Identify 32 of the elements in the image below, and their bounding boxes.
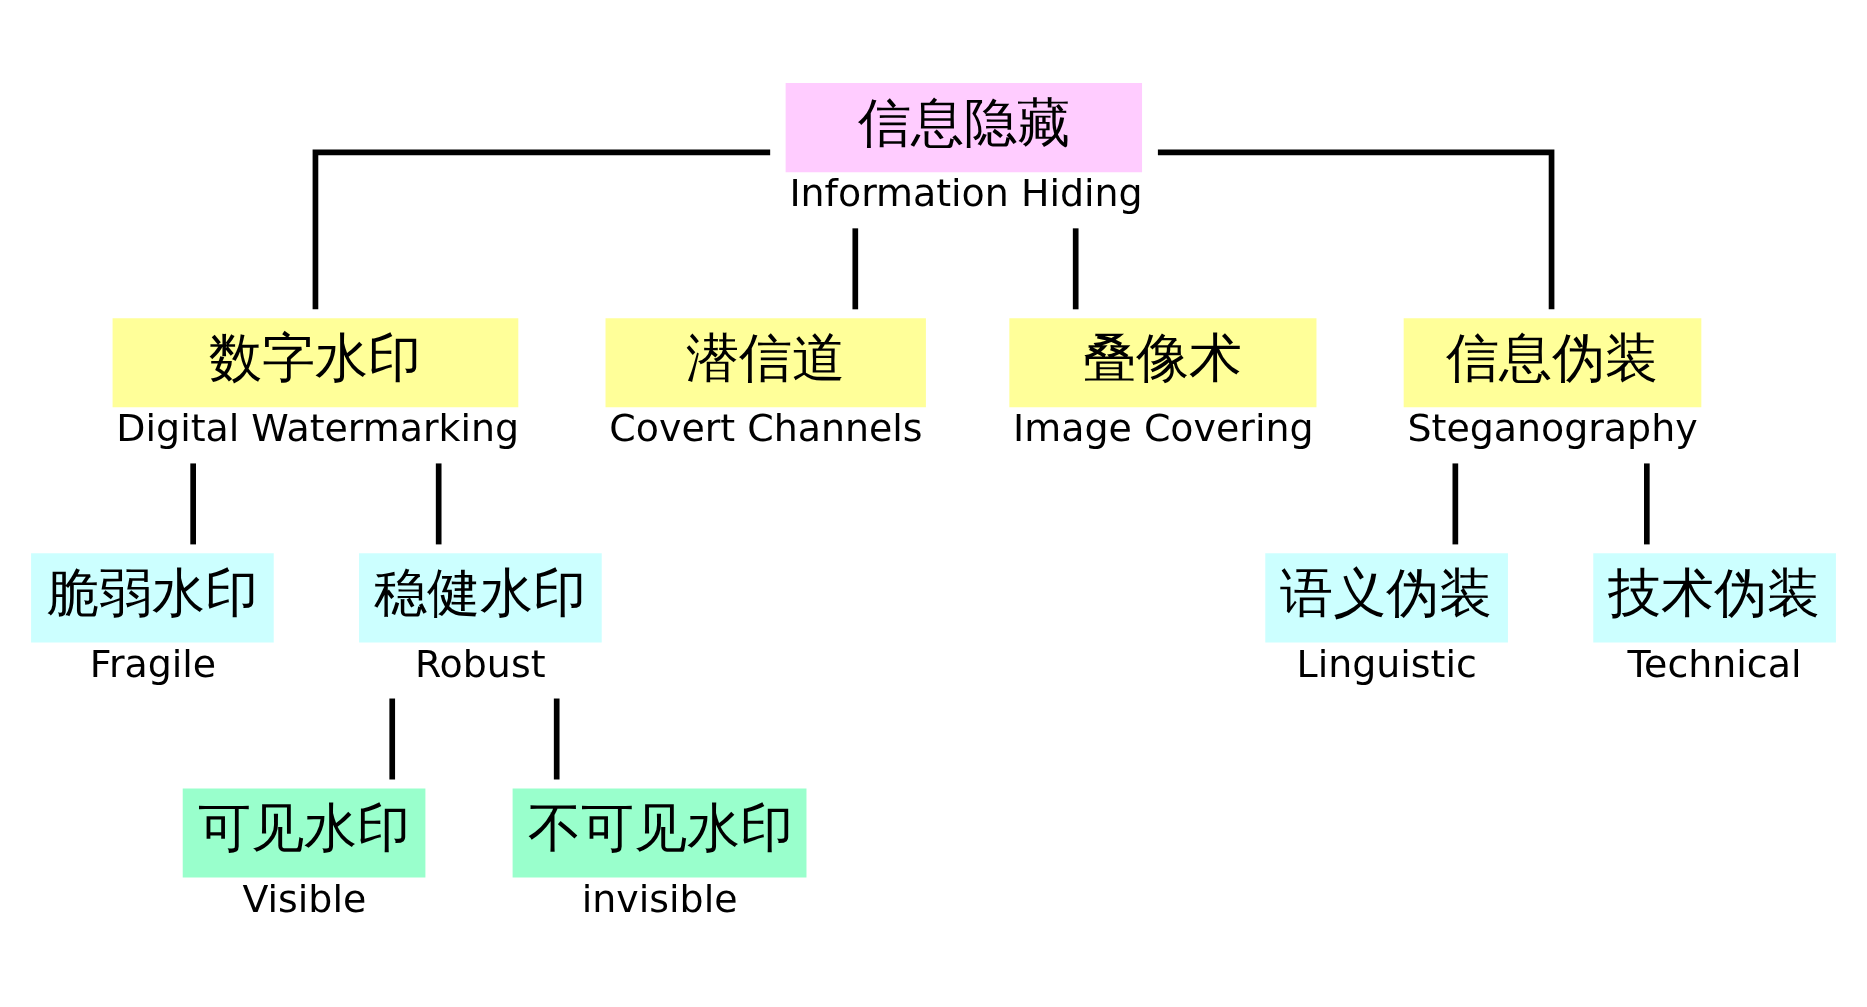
node-box: 信息伪装 bbox=[1403, 317, 1702, 407]
node-box: 语义伪装 bbox=[1265, 552, 1508, 642]
node-label: Image Covering bbox=[1013, 405, 1314, 450]
node-label: Covert Channels bbox=[609, 405, 923, 450]
node-box: 叠像术 bbox=[1009, 317, 1317, 407]
node-label: Information Hiding bbox=[789, 170, 1143, 215]
node-label: Visible bbox=[242, 876, 367, 921]
connector bbox=[312, 148, 771, 309]
node-label: Robust bbox=[414, 641, 546, 686]
node-box: 稳健水印 bbox=[359, 552, 602, 642]
node-label: Technical bbox=[1627, 641, 1802, 686]
node-label: Linguistic bbox=[1296, 641, 1477, 686]
connector bbox=[435, 462, 442, 544]
node-box: 技术伪装 bbox=[1593, 552, 1836, 642]
connector bbox=[553, 698, 560, 779]
connector bbox=[190, 462, 196, 544]
node-box: 不可见水印 bbox=[512, 787, 807, 877]
connector bbox=[1452, 462, 1459, 544]
connector bbox=[1643, 462, 1650, 544]
connector bbox=[1072, 227, 1079, 309]
connector bbox=[1157, 148, 1555, 309]
node-box: 信息隐藏 bbox=[785, 82, 1143, 172]
node-box: 脆弱水印 bbox=[31, 552, 274, 642]
node-box: 可见水印 bbox=[182, 787, 426, 877]
connector bbox=[389, 698, 396, 779]
node-box: 潜信道 bbox=[605, 317, 926, 407]
node-label: Steganography bbox=[1407, 405, 1698, 450]
connector bbox=[852, 227, 859, 309]
node-label: Fragile bbox=[89, 641, 217, 686]
node-label: Digital Watermarking bbox=[116, 405, 520, 450]
node-label: invisible bbox=[581, 876, 738, 921]
node-box: 数字水印 bbox=[112, 317, 519, 407]
